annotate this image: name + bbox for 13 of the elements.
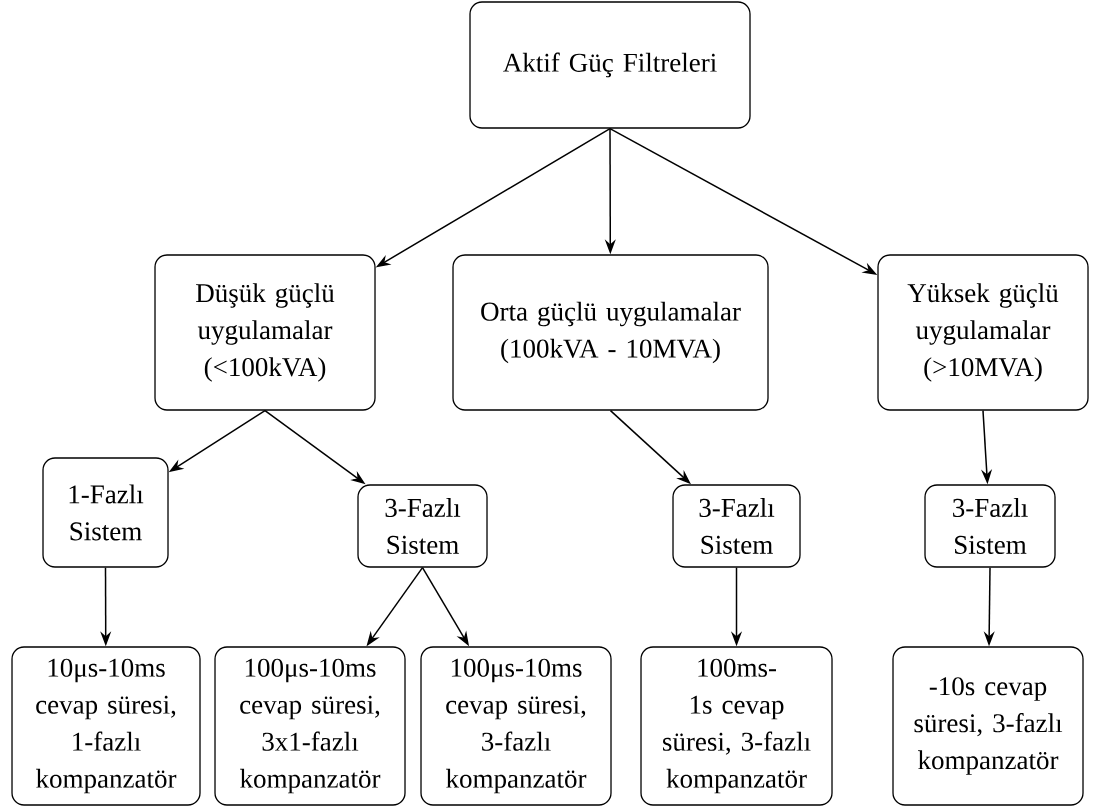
- process-box: -10s cevap süresi, 3-fazlı kompanzatör: [892, 646, 1084, 806]
- process-box: Düşük güçlü uygulamalar (<100kVA): [154, 254, 376, 411]
- process-box: 100ms-1s cevap süresi, 3-fazlı kompanzatör: [640, 646, 833, 806]
- process-box: Aktif Güç Filtreleri: [469, 1, 751, 129]
- process-box: 3-Fazlı Sistem: [924, 484, 1056, 568]
- process-box: 1-Fazlı Sistem: [42, 457, 169, 568]
- process-box: 100μs-10ms cevap süresi, 3-fazlı kompanzatör: [420, 646, 612, 806]
- process-box: 10μs-10ms cevap süresi, 1-fazlı kompanzatör: [11, 646, 201, 806]
- process-box: Yüksek güçlü uygulamalar (>10MVA): [877, 254, 1089, 411]
- process-box: 100μs-10ms cevap süresi, 3x1-fazlı kompanzatör: [214, 646, 406, 806]
- process-box: 3-Fazlı Sistem: [672, 484, 801, 568]
- process-box: 3-Fazlı Sistem: [357, 484, 488, 568]
- process-box: Orta güçlü uygulamalar (100kVA - 10MVA): [452, 254, 769, 411]
